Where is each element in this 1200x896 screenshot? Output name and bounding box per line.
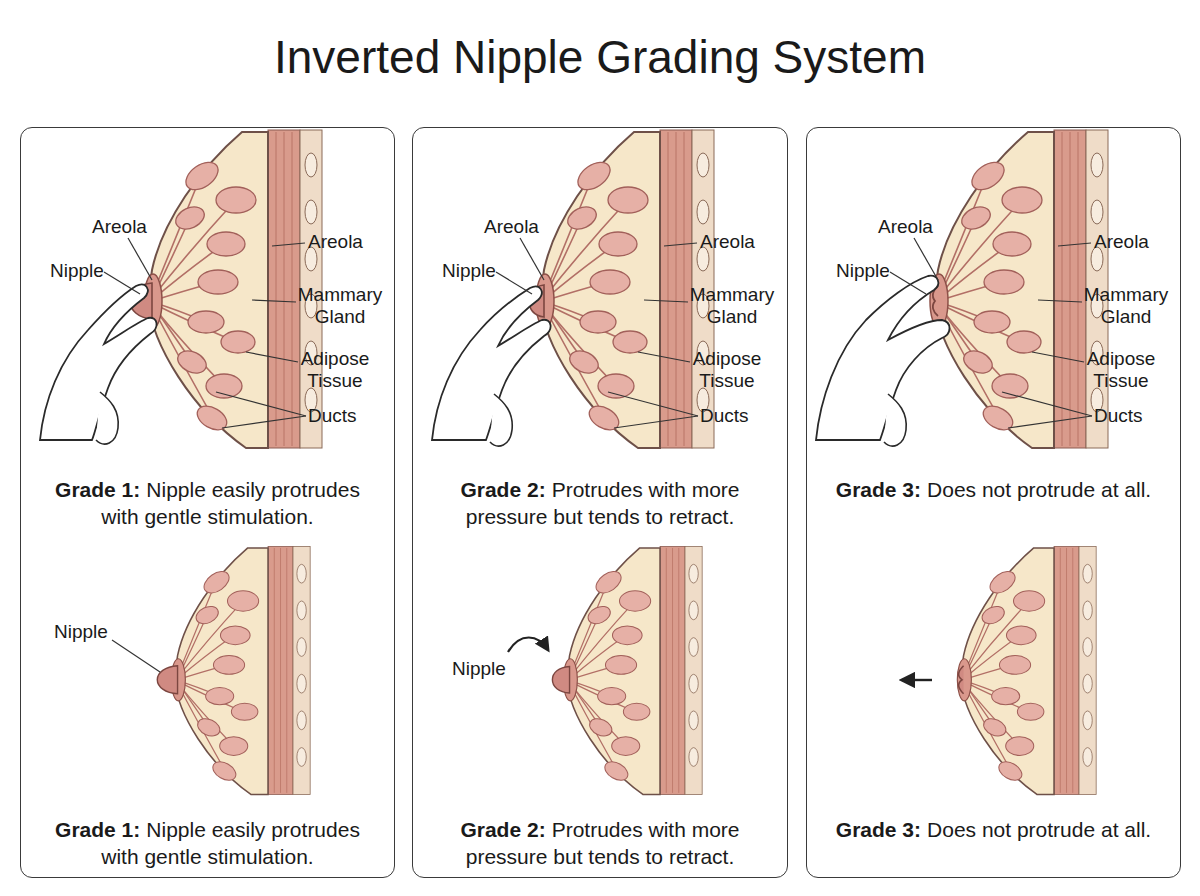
part-label: Adipose Tissue	[682, 348, 772, 392]
part-label: Ducts	[1094, 405, 1143, 427]
part-label: Areola	[92, 216, 147, 238]
grade-description: Does not protrude at all.	[927, 818, 1151, 841]
grade-caption: Grade 2:Protrudes with more pressure but…	[428, 476, 773, 530]
grade-caption: Grade 3: Does not protrude at all.	[811, 476, 1176, 503]
grade2-top	[432, 130, 714, 448]
illustration-part	[957, 546, 1096, 794]
illustration-part	[157, 666, 177, 694]
part-label: Areola	[878, 216, 933, 238]
part-label: Mammary Gland	[292, 284, 388, 328]
illustration-part	[490, 394, 512, 446]
part-label: Mammary Gland	[1078, 284, 1174, 328]
grade-heading: Grade 2:	[460, 818, 545, 841]
grade-caption: Grade 1:Nipple easily protrudes with gen…	[35, 476, 380, 530]
grade-heading: Grade 1:	[55, 818, 140, 841]
grade1-bottom	[112, 546, 310, 794]
grade-caption: Grade 1:Nipple easily protrudes with gen…	[35, 816, 380, 870]
grade-heading: Grade 3:	[836, 818, 921, 841]
grade-caption: Grade 3: Does not protrude at all.	[811, 816, 1176, 843]
illustration-part	[536, 130, 714, 448]
illustration-part	[104, 238, 306, 428]
grade3-bottom	[902, 546, 1096, 794]
part-label: Adipose Tissue	[1076, 348, 1166, 392]
grade1-top	[40, 130, 322, 448]
part-label: Ducts	[700, 405, 749, 427]
illustration-part	[902, 679, 932, 681]
part-label: Nipple	[836, 260, 890, 282]
illustration-part	[552, 667, 569, 694]
illustration-part	[930, 130, 1108, 448]
grade2-bottom	[508, 546, 702, 794]
part-label: Adipose Tissue	[290, 348, 380, 392]
diagram-title: Inverted Nipple Grading System	[0, 30, 1200, 84]
illustration-part	[96, 392, 118, 444]
grade-heading: Grade 1:	[55, 478, 140, 501]
illustration-part	[496, 238, 698, 428]
illustration-part	[171, 546, 310, 794]
illustration-part	[508, 638, 548, 653]
grade-description: Does not protrude at all.	[927, 478, 1151, 501]
part-label: Nipple	[442, 260, 496, 282]
part-label: Areola	[1094, 231, 1149, 253]
illustration-part	[959, 666, 964, 694]
illustration-part	[884, 394, 906, 446]
illustration-part	[957, 546, 1096, 794]
part-label: Mammary Gland	[684, 284, 780, 328]
part-label: Nipple	[54, 621, 108, 643]
grade-description: Nipple easily protrudes with gentle stim…	[101, 818, 360, 868]
grade3-top	[816, 130, 1108, 448]
part-label: Areola	[700, 231, 755, 253]
grade-heading: Grade 3:	[836, 478, 921, 501]
part-label: Areola	[308, 231, 363, 253]
illustration-part	[112, 640, 160, 672]
illustration-part	[552, 546, 702, 794]
part-label: Areola	[484, 216, 539, 238]
illustration-part	[144, 130, 322, 448]
grade-description: Nipple easily protrudes with gentle stim…	[101, 478, 360, 528]
illustration-part	[432, 287, 551, 440]
grade-heading: Grade 2:	[460, 478, 545, 501]
part-label: Nipple	[50, 260, 104, 282]
part-label: Nipple	[452, 658, 506, 680]
illustration-part	[157, 546, 310, 794]
part-label: Ducts	[308, 405, 357, 427]
illustration-part	[563, 546, 702, 794]
grade-caption: Grade 2:Protrudes with more pressure but…	[428, 816, 773, 870]
illustration-part	[890, 238, 1092, 428]
illustration-part	[816, 276, 950, 440]
